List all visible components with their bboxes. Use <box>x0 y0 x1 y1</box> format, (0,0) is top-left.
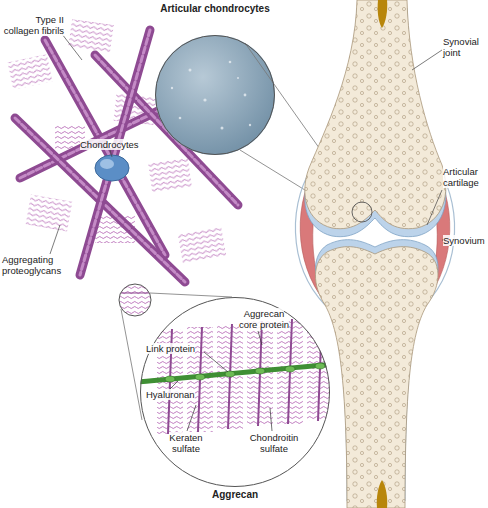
proteoglycan-blocks <box>8 54 53 90</box>
part-label: Chondroitin sulfate <box>250 432 299 454</box>
proteoglycan-blocks <box>178 226 227 263</box>
part-label: Keraten sulfate <box>169 432 202 454</box>
leader-lines <box>187 405 196 431</box>
part-label-box: Type II collagen fibrils <box>2 14 64 36</box>
zoom-marker <box>150 293 232 297</box>
synovial-joint <box>377 480 388 508</box>
part-label-box: Synovium <box>443 235 487 246</box>
synovial-joint <box>412 50 449 240</box>
micrograph <box>229 61 232 64</box>
part-label: Articular cartilage <box>443 166 479 188</box>
part-label-box: Chondrocytes <box>80 139 150 150</box>
part-label: Aggregating proteoglycans <box>2 254 61 276</box>
micrograph <box>179 117 182 120</box>
chondrocyte-cell <box>95 155 129 181</box>
part-label-box: Aggregating proteoglycans <box>2 254 64 276</box>
synovial-joint <box>305 0 446 229</box>
zoom-marker <box>119 284 151 316</box>
part-label: Synovium <box>443 235 485 246</box>
zoom-marker <box>119 292 151 293</box>
leader-lines <box>204 352 228 372</box>
part-label-box: Hyaluronan <box>146 389 206 400</box>
micrograph <box>203 98 206 101</box>
micrograph <box>221 127 224 130</box>
part-label: Type II collagen fibrils <box>4 14 64 36</box>
synovial-joint <box>295 0 454 508</box>
circle-outline <box>156 36 275 155</box>
leader-lines <box>270 408 272 431</box>
micrograph <box>237 77 239 79</box>
synovial-joint <box>378 0 388 28</box>
collagen-fibrils <box>45 40 165 255</box>
part-label-box: Link protein <box>146 343 216 354</box>
aggrecan-detail <box>138 297 335 487</box>
proteoglycan-blocks <box>148 157 192 192</box>
circle-outline <box>155 35 275 155</box>
aggrecan-detail <box>165 376 175 382</box>
aggrecan-detail <box>255 368 265 374</box>
part-label: Aggrecan core protein <box>239 308 289 330</box>
micrograph-circle: Articular chondrocytes <box>155 35 275 155</box>
proteoglycan-blocks <box>68 19 113 53</box>
micrograph <box>244 94 247 97</box>
leader-lines <box>62 34 82 60</box>
aggrecan-detail <box>285 366 295 372</box>
aggrecan-detail <box>225 371 235 377</box>
micrograph <box>171 87 173 89</box>
part-label: Synovial joint <box>443 36 479 58</box>
aggrecan-detail <box>140 297 330 487</box>
leader-lines <box>110 150 112 157</box>
collagen-fibrils <box>80 30 150 275</box>
collagen-fibrils <box>45 40 165 255</box>
part-label-box: Keraten sulfate <box>164 432 208 454</box>
synovial-joint <box>352 202 372 222</box>
micrograph <box>155 35 275 155</box>
leader-lines <box>170 381 178 389</box>
part-label: Link protein <box>146 343 195 354</box>
part-label-box: Aggrecan core protein <box>236 308 292 330</box>
synovial-joint <box>315 247 438 508</box>
chondrocyte-cell <box>95 155 129 181</box>
micrograph <box>249 124 251 126</box>
proteoglycan-blocks <box>26 195 73 232</box>
collagen-fibrils <box>80 30 150 275</box>
synovial-joint <box>305 0 446 229</box>
leader-lines <box>258 331 262 345</box>
synovial-joint <box>315 247 438 508</box>
part-label: Hyaluronan <box>146 389 195 400</box>
leader-lines <box>50 225 60 254</box>
part-label: Chondrocytes <box>80 139 139 150</box>
circle-title: Aggrecan <box>185 489 285 501</box>
circle-outline <box>141 298 330 487</box>
part-label-box: Synovial joint <box>443 36 487 58</box>
micrograph <box>189 69 192 72</box>
synovial-joint <box>427 190 442 225</box>
chondrocyte-cell <box>100 159 114 169</box>
aggrecan-detail <box>138 364 335 382</box>
aggrecan-detail <box>195 374 205 380</box>
aggrecan-detail <box>165 363 325 382</box>
zoom-marker <box>121 309 142 420</box>
aggrecan-detail <box>315 363 325 369</box>
micrograph <box>171 61 251 130</box>
synovial-joint <box>412 50 442 70</box>
aggrecan-detail <box>277 319 303 424</box>
circle-title: Articular chondrocytes <box>135 3 295 15</box>
part-label-box: Articular cartilage <box>443 166 487 188</box>
part-label-box: Chondroitin sulfate <box>244 432 304 454</box>
